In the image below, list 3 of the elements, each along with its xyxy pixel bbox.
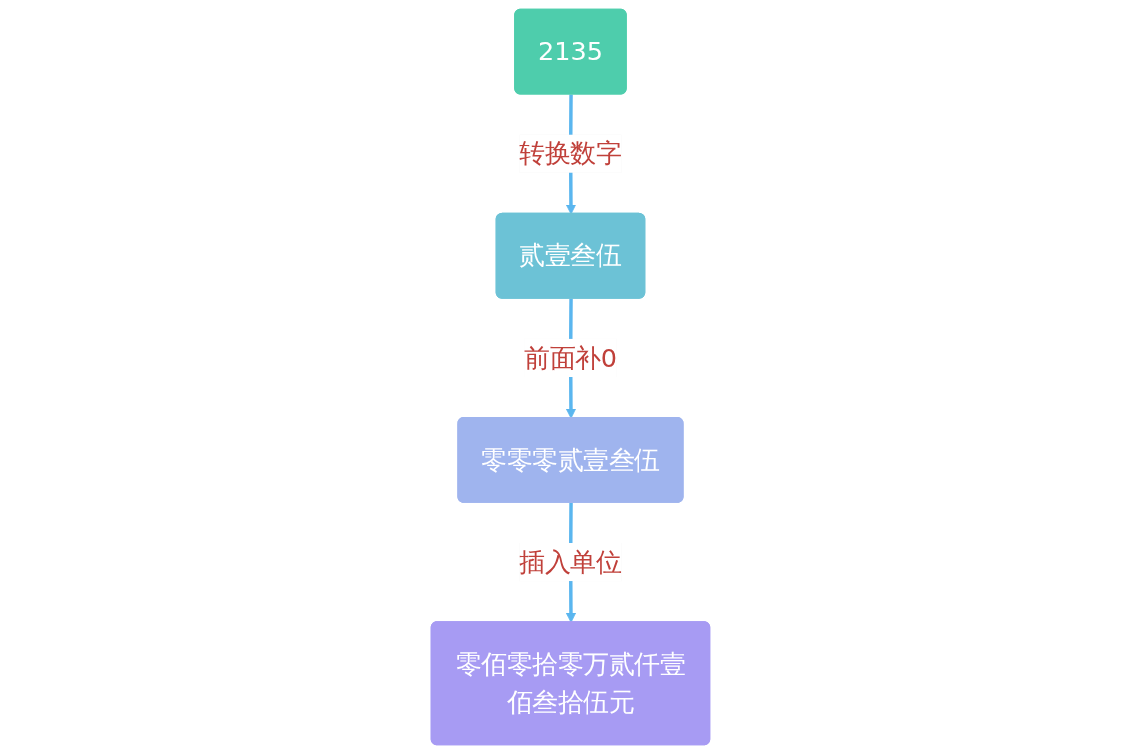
edge-label: 转换数字: [519, 139, 622, 169]
edge-label: 插入单位: [519, 547, 622, 577]
edge-label: 前面补0: [524, 343, 617, 373]
